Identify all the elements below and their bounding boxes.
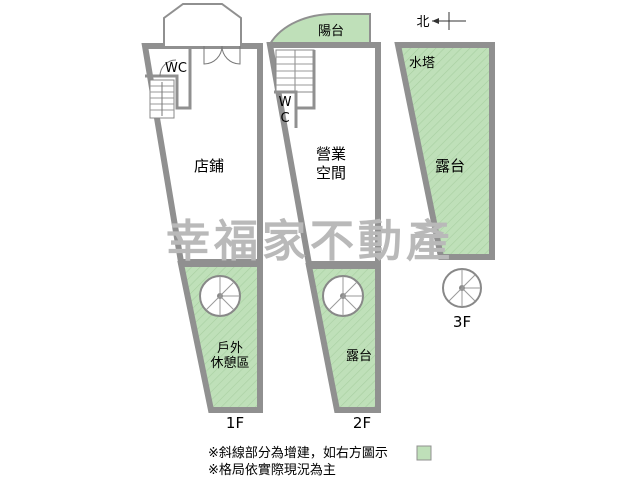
terrace-label-2f: 露台 [346, 349, 372, 364]
outdoor-label-line2: 休憩區 [210, 355, 249, 371]
shop-label: 店鋪 [194, 157, 224, 175]
legend-swatch [416, 445, 432, 461]
balcony-label: 陽台 [318, 24, 344, 39]
door-swing-icon [159, 59, 177, 77]
stair-icon [275, 49, 315, 93]
balcony-room [268, 13, 371, 45]
floor-2f: 陽台 W C 營業 空間 露台 2F [266, 13, 381, 432]
stair-icon [149, 79, 175, 119]
floor-1f: WC 店鋪 戶外 休憩區 1F [141, 3, 263, 432]
terrace-3f [394, 42, 495, 260]
spiral-stair-icon [199, 275, 241, 317]
wc-partition [274, 90, 298, 128]
note-line1: ※斜線部分為增建，如右方圖示 [208, 445, 388, 461]
water-tower-label: 水塔 [409, 56, 435, 71]
wc-label-c: C [280, 111, 289, 126]
outdoor-label-line1: 戶外 [217, 341, 243, 356]
watermark: 幸福家不動產 [166, 216, 454, 267]
compass-arrow-icon: 北 [416, 12, 466, 30]
terrace-label-3f: 露台 [435, 157, 465, 175]
spiral-stair-icon [322, 275, 364, 317]
spiral-stair-icon [442, 268, 482, 308]
door-swing-icon [203, 45, 241, 65]
wc-label-w: W [279, 95, 292, 110]
floor-label-2f: 2F [353, 414, 371, 432]
business-label-line2: 空間 [316, 164, 346, 182]
wc-label: WC [165, 61, 187, 76]
floor-label-3f: 3F [453, 313, 471, 331]
note-line2: ※格局依實際現況為主 [208, 462, 336, 478]
floor-3f: 水塔 露台 3F [394, 42, 495, 331]
compass-north-label: 北 [416, 15, 429, 30]
floor-label-1f: 1F [226, 414, 244, 432]
entrance-bay [163, 3, 242, 46]
business-label-line1: 營業 [316, 145, 346, 163]
legend: ※斜線部分為增建，如右方圖示 ※格局依實際現況為主 [208, 445, 432, 478]
